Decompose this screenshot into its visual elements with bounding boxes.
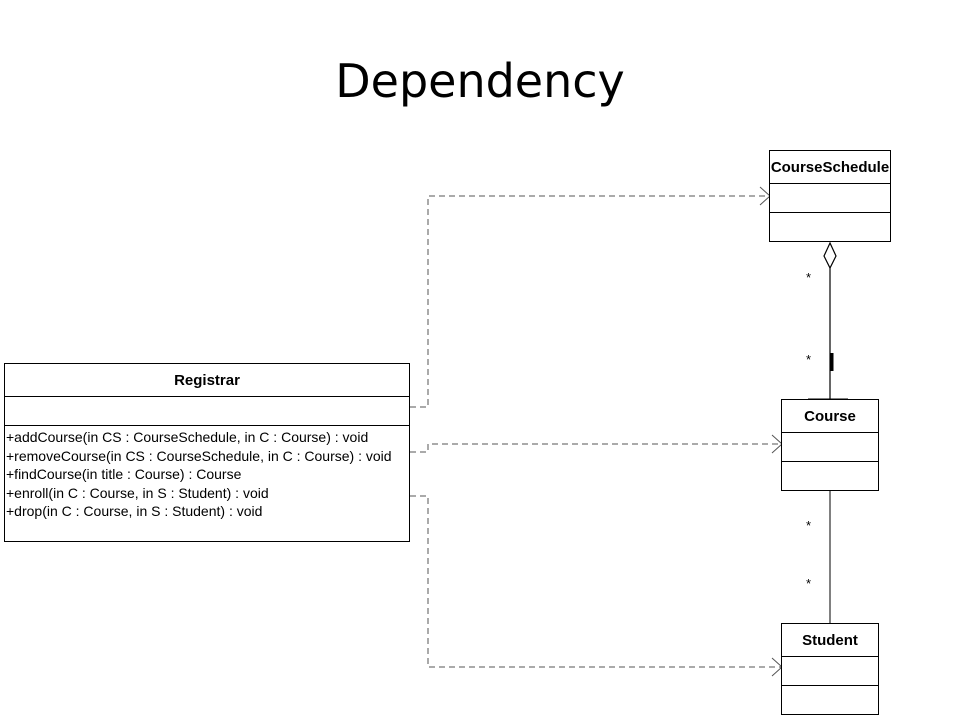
operation-add-course: +addCourse(in CS : CourseSchedule, in C … [6, 429, 369, 445]
courseschedule-attributes [770, 184, 890, 213]
operation-find-course: +findCourse(in title : Course) : Course [6, 466, 242, 482]
operation-enroll: +enroll(in C : Course, in S : Student) :… [6, 484, 269, 501]
registrar-operations: +addCourse(in CS : CourseSchedule, in C … [5, 426, 409, 521]
operation-remove-course: +removeCourse(in CS : CourseSchedule, in… [6, 447, 392, 464]
dependency-registrar-course [410, 443, 782, 453]
registrar-class[interactable]: Registrar +addCourse(in CS : CourseSched… [4, 363, 410, 542]
association-target-multiplicity: * [806, 576, 811, 591]
courseschedule-class-name: CourseSchedule [770, 151, 890, 184]
student-class[interactable]: Student [781, 623, 879, 715]
registrar-class-name: Registrar [5, 364, 409, 397]
association-source-multiplicity: * [806, 518, 811, 533]
student-class-name: Student [782, 624, 878, 657]
student-attributes [782, 657, 878, 686]
course-attributes [782, 433, 878, 462]
aggregation-target-multiplicity: * [806, 352, 811, 367]
courseschedule-class[interactable]: CourseSchedule [769, 150, 891, 242]
course-class-name: Course [782, 400, 878, 433]
aggregation-source-multiplicity: * [806, 270, 811, 285]
aggregation-diamond [823, 241, 837, 270]
registrar-attributes [5, 397, 409, 426]
slide-title: Dependency [335, 54, 625, 108]
dependency-registrar-courseschedule [410, 195, 770, 408]
operation-drop: +drop(in C : Course, in S : Student) : v… [6, 503, 263, 519]
dependency-registrar-student [410, 495, 782, 668]
course-class[interactable]: Course [781, 399, 879, 491]
